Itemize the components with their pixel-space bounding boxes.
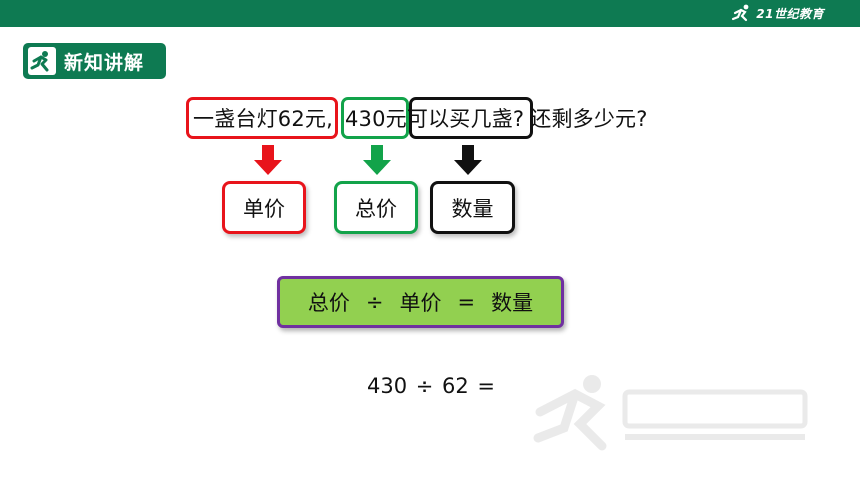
unit-price-highlight <box>186 97 338 139</box>
runner-icon <box>28 47 56 75</box>
question-quantity: 可以买几盏? <box>406 107 525 131</box>
quantity-term: 数量 <box>430 181 515 234</box>
calculation-line: 430 ÷ 62 = <box>367 374 496 398</box>
unit-price-term: 单价 <box>222 181 306 234</box>
arrow-down-icon <box>454 145 482 175</box>
section-badge: 新知讲解 <box>23 43 166 79</box>
total-price-term: 总价 <box>334 181 418 234</box>
section-title: 新知讲解 <box>64 51 145 74</box>
formula-unit-price: 单价 <box>399 291 442 315</box>
brand-runner-icon <box>732 4 749 22</box>
unit-price-label: 单价 <box>243 196 285 221</box>
problem-statement: 一盏台灯62元, 430元可以买几盏?还剩多少元? <box>193 103 648 133</box>
arrow-down-icon <box>254 145 282 175</box>
total-price-label: 总价 <box>355 196 397 221</box>
question-total: 430元 <box>345 107 407 131</box>
brand-name: 21世纪教育 <box>756 6 824 21</box>
formula-equals-sign: = <box>457 290 476 314</box>
question-unit-price: 一盏台灯62元, <box>193 107 333 131</box>
watermark-logo-icon <box>533 375 808 451</box>
arrow-down-icon <box>363 145 391 175</box>
quantity-highlight <box>409 97 533 139</box>
formula-divide-sign: ÷ <box>365 290 384 314</box>
quantity-label: 数量 <box>451 196 494 221</box>
top-bar: 21世纪教育 <box>0 0 860 27</box>
formula-quantity: 数量 <box>491 291 534 315</box>
formula-total-price: 总价 <box>307 291 350 315</box>
total-price-highlight <box>341 97 409 139</box>
formula-box: 总价 ÷ 单价 = 数量 <box>277 276 564 328</box>
question-remainder: 还剩多少元? <box>530 107 648 131</box>
brand-logo: 21世纪教育 <box>731 3 824 23</box>
